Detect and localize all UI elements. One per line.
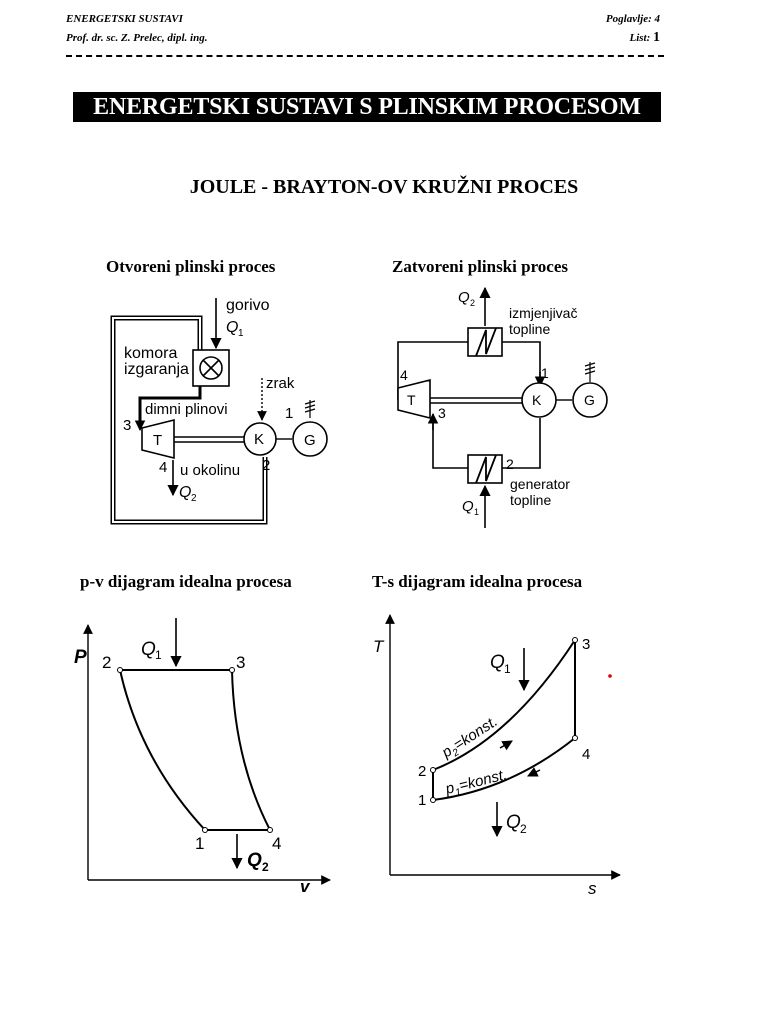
page-title: JOULE - BRAYTON-OV KRUŽNI PROCES	[189, 176, 579, 198]
open-dimni-label: dimni plinovi	[145, 401, 228, 418]
closed-q2-label: Q	[458, 289, 470, 306]
pv-x-axis-label: v	[300, 877, 311, 896]
pv-point-2: 2	[102, 653, 111, 672]
ts-point-2-marker	[430, 767, 436, 773]
ts-point-3: 3	[582, 636, 590, 653]
closed-generator-label: G	[584, 392, 595, 408]
open-generator-label: G	[304, 432, 316, 449]
open-zrak-label: zrak	[266, 375, 295, 392]
pv-q1-sub: 1	[155, 648, 162, 662]
pv-point-4: 4	[272, 834, 281, 853]
open-point-3: 3	[123, 417, 131, 434]
header-course: ENERGETSKI SUSTAVI	[66, 13, 183, 25]
closed-turbine-label: T	[407, 392, 416, 408]
header-chapter: Poglavlje: 4	[605, 13, 660, 25]
closed-q1-sub: 1	[474, 507, 479, 517]
pv-point-3: 3	[236, 653, 245, 672]
open-izgaranja-label: izgaranja	[124, 361, 189, 378]
ts-point-1-marker	[430, 797, 436, 803]
open-point-4: 4	[159, 459, 167, 476]
closed-point-1: 1	[541, 365, 549, 381]
ts-diagram-title: T-s dijagram idealna procesa	[372, 572, 583, 591]
header-sheet: List: 1	[629, 30, 660, 46]
closed-point-4: 4	[400, 367, 408, 383]
chapter-banner: ENERGETSKI SUSTAVI S PLINSKIM PROCESOM	[73, 92, 661, 122]
closed-point-3: 3	[438, 405, 446, 421]
open-q2-sub: 2	[191, 493, 197, 504]
ts-point-4: 4	[582, 746, 590, 763]
pv-q2-sub: 2	[262, 860, 269, 874]
closed-topline-lower: topline	[510, 492, 551, 508]
closed-compressor-label: K	[532, 392, 542, 408]
ts-point-3-marker	[572, 637, 578, 643]
ts-q1-label: Q	[490, 652, 505, 673]
ts-q2-label: Q	[506, 812, 521, 833]
pv-point-4-marker	[267, 827, 273, 833]
closed-topline-upper: topline	[509, 321, 550, 337]
open-point-2: 2	[262, 457, 270, 474]
pv-y-axis-label: P	[74, 647, 87, 668]
ts-point-4-marker	[572, 735, 578, 741]
pv-q1-label: Q	[141, 639, 156, 660]
red-dot-mark	[608, 674, 612, 678]
closed-point-2: 2	[506, 456, 514, 472]
open-process-title: Otvoreni plinski proces	[106, 257, 276, 276]
pv-q2-label: Q	[247, 850, 262, 871]
closed-process-title: Zatvoreni plinski proces	[392, 257, 569, 276]
ts-curve-4-1	[432, 737, 576, 801]
open-q2-label: Q	[179, 484, 191, 501]
open-q1-sub: 1	[238, 328, 244, 339]
open-point-1: 1	[285, 405, 293, 422]
closed-q1-label: Q	[462, 498, 474, 515]
header-divider	[66, 55, 664, 57]
pv-point-1-marker	[202, 827, 208, 833]
open-komora-label: komora	[124, 345, 177, 362]
ts-p1-label: p1=konst.	[443, 766, 510, 801]
ts-q2-sub: 2	[520, 822, 527, 836]
ts-q1-sub: 1	[504, 662, 511, 676]
ts-point-1: 1	[418, 792, 426, 809]
open-compressor-label: K	[254, 431, 264, 448]
header-sheet-label: List:	[629, 32, 651, 44]
closed-q2-sub: 2	[470, 298, 475, 308]
closed-izmj-label: izmjenjivač	[509, 305, 577, 321]
header-sheet-number: 1	[653, 30, 660, 45]
ts-point-2: 2	[418, 763, 426, 780]
pv-curve-1-2	[119, 669, 206, 831]
open-gorivo-label: gorivo	[226, 297, 270, 314]
pv-diagram-title: p-v dijagram idealna procesa	[80, 572, 292, 591]
ts-y-axis-label: T	[373, 637, 385, 656]
closed-generator-text: generator	[510, 476, 570, 492]
ts-x-axis-label: s	[588, 879, 597, 898]
pv-curve-3-4	[231, 669, 271, 831]
header-author: Prof. dr. sc. Z. Prelec, dipl. ing.	[66, 32, 208, 44]
ts-curve-2-3	[432, 639, 576, 771]
open-turbine-label: T	[153, 432, 162, 449]
ts-p2-label: p2=konst.	[438, 713, 502, 764]
open-q1-label: Q	[226, 319, 238, 336]
pv-point-1: 1	[195, 834, 204, 853]
pv-point-2-marker	[117, 667, 123, 673]
open-okolina-label: u okolinu	[180, 462, 240, 479]
pv-point-3-marker	[229, 667, 235, 673]
